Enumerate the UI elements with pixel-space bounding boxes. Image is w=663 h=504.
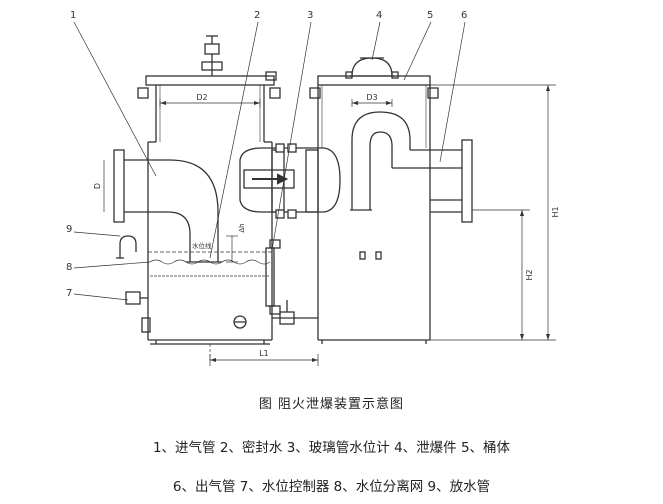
left-tank [137,75,281,345]
flow-arrow [252,173,289,185]
water-level-label: 水位线 [192,241,212,250]
top-fitting [265,71,277,81]
dim-d2: D2 [196,93,207,102]
callout-9: 9 [66,224,72,235]
callout-3: 3 [307,10,313,21]
drain-pipe [119,235,137,258]
flame-arrester-diagram: D2 D3 D L1 H1 H2 Δh 水位线 1 2 3 4 5 6 9 8 … [66,10,560,366]
legend-line-2: 6、出气管 7、水位控制器 8、水位分离网 9、放水管 [172,479,491,495]
legend-line-1: 1、进气管 2、密封水 3、玻璃管水位计 4、泄爆件 5、桶体 [152,440,511,456]
flange-bolts [275,143,297,219]
dim-h2: H2 [525,269,534,280]
connecting-pipe [239,147,341,213]
callout-8: 8 [66,262,72,273]
vent-valve [201,35,223,76]
dim-d3: D3 [366,93,377,102]
burst-disc [345,57,399,79]
glass-tube-gauge [265,239,281,315]
sealing-water [149,259,271,265]
inlet-pipe [113,149,222,263]
callout-6: 6 [461,10,467,21]
outlet-pipe [350,111,473,223]
dim-dh: Δh [238,223,246,232]
callout-1: 1 [70,10,76,21]
callout-5: 5 [427,10,433,21]
dim-h1: H1 [551,206,560,217]
callout-4: 4 [376,10,382,21]
dim-l1: L1 [259,349,269,358]
callout-2: 2 [254,10,260,21]
bottom-valve [272,300,318,325]
dim-d: D [93,183,102,189]
level-controller [125,291,247,333]
callout-7: 7 [66,288,72,299]
figure-title: 图 阻火泄爆装置示意图 [258,397,405,412]
